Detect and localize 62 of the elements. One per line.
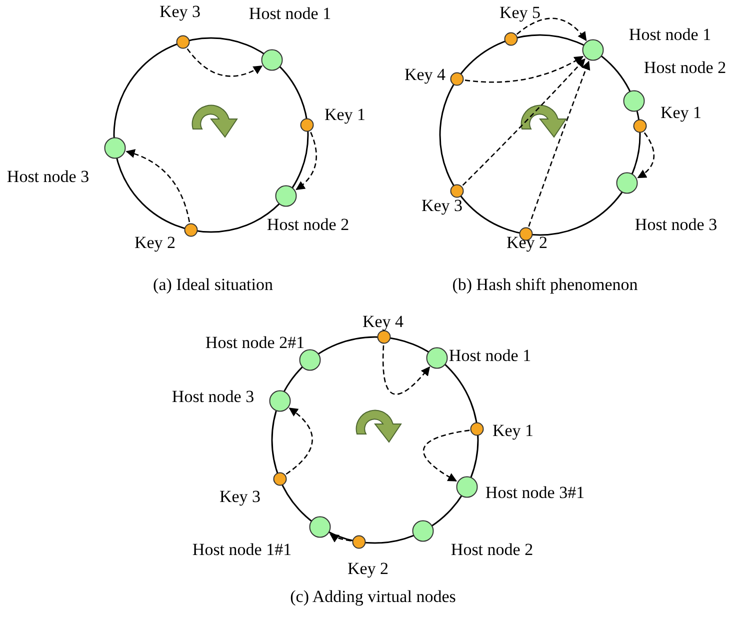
key-circle: [504, 32, 518, 46]
node-label: Key 1: [660, 103, 702, 123]
node-label: Host node 1: [628, 25, 712, 45]
key-circle: [300, 118, 314, 132]
arrow: [462, 58, 586, 186]
arrow: [382, 345, 430, 395]
arrow: [126, 149, 190, 222]
arrow: [186, 48, 263, 77]
host-node-circle: [104, 137, 126, 160]
node-label: Host node 3: [6, 167, 90, 187]
node-label: Key 1: [492, 421, 534, 441]
node-label: Key 2: [134, 233, 176, 253]
host-node-circle: [426, 346, 448, 369]
node-label: Key 2: [347, 559, 389, 579]
host-node-circle: [622, 90, 645, 112]
node-label: Host node 2: [266, 215, 350, 235]
node-label: Key 3: [219, 487, 261, 507]
caption: (b) Hash shift phenomenon: [452, 275, 638, 295]
arrow: [637, 132, 655, 178]
arrow: [330, 534, 352, 542]
caption: (a) Ideal situation: [153, 275, 273, 295]
key-circle: [632, 119, 647, 134]
host-node-circle: [412, 520, 434, 542]
arrow: [516, 18, 587, 42]
host-node-circle: [268, 390, 290, 412]
node-label: Host node 1#1: [192, 540, 292, 560]
node-label: Host node 1: [448, 346, 532, 366]
arrow: [296, 132, 317, 190]
host-node-circle: [309, 516, 332, 538]
node-label: Host node 2: [644, 58, 726, 78]
node-label: Key 4: [404, 65, 446, 85]
arrow: [286, 408, 313, 475]
node-label: Key 5: [499, 3, 541, 23]
key-circle: [176, 35, 190, 50]
key-circle: [450, 72, 464, 86]
key-circle: [184, 222, 198, 237]
node-label: Host node 3: [172, 387, 254, 407]
arrow: [528, 60, 590, 227]
host-node-circle: [275, 185, 298, 208]
node-label: Key 1: [324, 105, 366, 125]
key-circle: [470, 422, 484, 436]
host-node-circle: [582, 39, 604, 62]
host-node-circle: [456, 476, 478, 498]
node-label: Host node 3#1: [485, 483, 585, 503]
node-label: Key 3: [421, 196, 463, 216]
key-circle: [450, 184, 464, 198]
node-label: Host node 1: [248, 4, 332, 24]
arrow: [464, 56, 584, 83]
arrow: [423, 430, 470, 482]
node-label: Host node 2#1: [205, 333, 305, 353]
caption: (c) Adding virtual nodes: [290, 587, 456, 607]
host-node-circle: [299, 348, 322, 371]
node-label: Key 3: [159, 2, 201, 22]
node-label: Key 4: [362, 312, 404, 332]
key-circle: [376, 330, 391, 344]
node-label: Host node 2: [450, 540, 534, 560]
key-circle: [352, 534, 366, 549]
node-label: Key 2: [506, 233, 548, 253]
host-node-circle: [616, 172, 638, 194]
key-circle: [272, 472, 286, 486]
node-label: Host node 3: [634, 215, 718, 235]
host-node-circle: [261, 48, 284, 71]
